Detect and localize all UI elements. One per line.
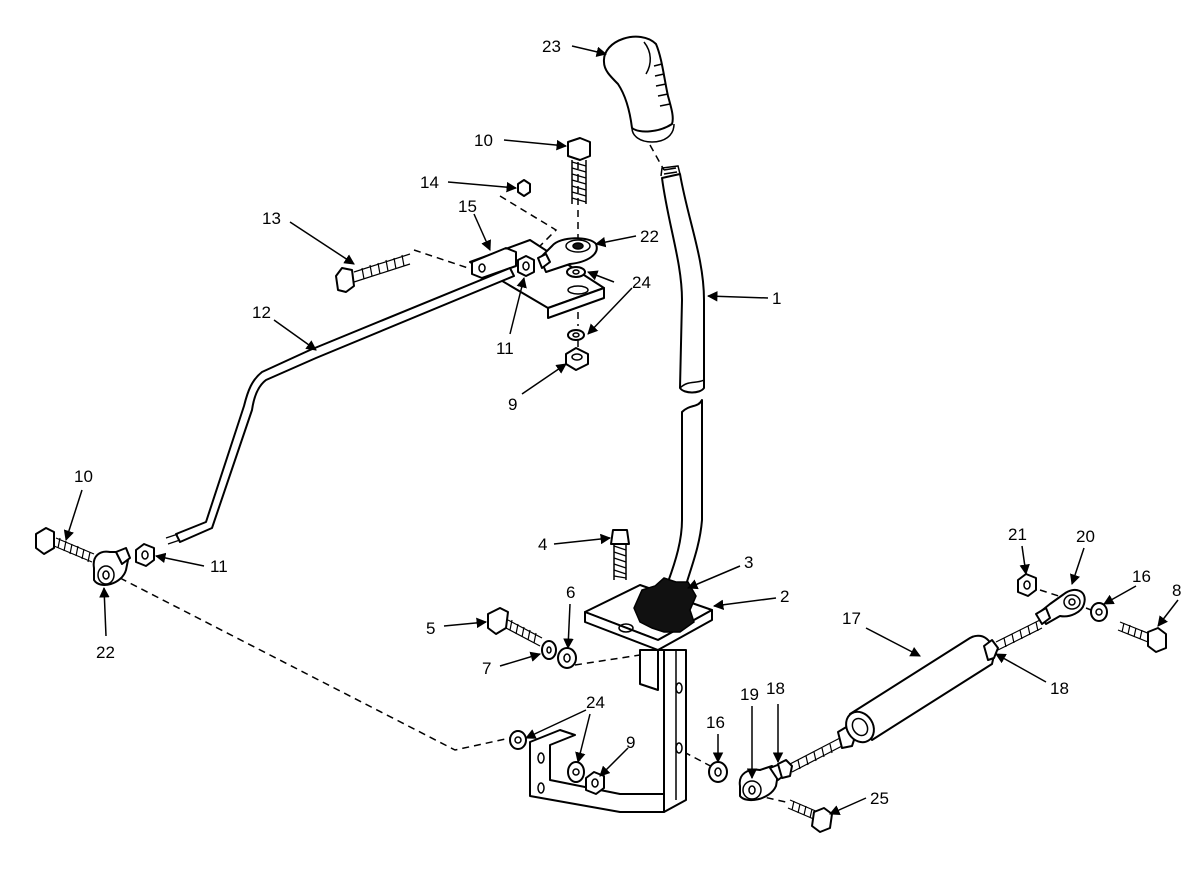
callout-10-left: 10 (74, 467, 93, 486)
bracket-block (469, 239, 605, 319)
callout-20: 20 (1076, 527, 1095, 546)
callout-1: 1 (772, 289, 781, 308)
callout-24-top: 24 (632, 273, 651, 292)
callout-22-top: 22 (640, 227, 659, 246)
washer-right (1090, 602, 1108, 622)
callout-9-top: 9 (508, 395, 517, 414)
bolt-top (567, 137, 591, 204)
bolt-left (35, 527, 95, 563)
lock-nut-top (565, 347, 589, 371)
leader-lines (63, 45, 1179, 815)
nut-small-top (517, 179, 531, 197)
callout-11-left: 11 (210, 557, 228, 576)
nut-right (1017, 573, 1037, 597)
callout-16-right: 16 (1132, 567, 1151, 586)
callout-3: 3 (744, 553, 753, 572)
washer-bottom-right (708, 761, 728, 783)
callout-10-top: 10 (474, 131, 493, 150)
bolt-right (1117, 621, 1167, 653)
bolt-bottom-right (787, 799, 833, 833)
callout-21: 21 (1008, 525, 1027, 544)
actuator-cylinder (845, 634, 999, 744)
lock-nut-bottom (585, 771, 605, 795)
rod-end-left (92, 547, 131, 586)
callout-24-bottom: 24 (586, 693, 605, 712)
long-bolt (335, 253, 411, 293)
rod-end-right (1035, 588, 1086, 625)
callout-2: 2 (780, 587, 789, 606)
callout-labels: 23 10 14 13 15 22 24 1 12 11 9 10 11 22 … (74, 37, 1181, 808)
nut-bottom-right (777, 759, 793, 779)
callout-18-cylinder: 18 (1050, 679, 1069, 698)
callout-17: 17 (842, 609, 861, 628)
side-bolt-group (487, 607, 577, 669)
shift-lever (660, 165, 705, 586)
cylinder-rod-lower (789, 725, 857, 773)
callout-13: 13 (262, 209, 281, 228)
callout-14: 14 (420, 173, 439, 192)
callout-5: 5 (426, 619, 435, 638)
pivot-bolt (610, 529, 630, 580)
callout-12: 12 (252, 303, 271, 322)
handle-grip (602, 35, 675, 143)
callout-22-left: 22 (96, 643, 115, 662)
cylinder-rod-upper (995, 619, 1043, 651)
callout-18-bottom: 18 (766, 679, 785, 698)
callout-9-bottom: 9 (626, 733, 635, 752)
callout-25: 25 (870, 789, 889, 808)
callout-23: 23 (542, 37, 561, 56)
control-rod (165, 267, 515, 545)
callout-8: 8 (1172, 581, 1181, 600)
callout-15: 15 (458, 197, 477, 216)
washers-top (566, 266, 586, 341)
knob-boot (633, 577, 697, 633)
callout-7: 7 (482, 659, 491, 678)
callout-6: 6 (566, 583, 575, 602)
callout-16-bottom: 16 (706, 713, 725, 732)
assembly-lines (119, 144, 1097, 804)
callout-11-top: 11 (496, 339, 514, 358)
callout-4: 4 (538, 535, 547, 554)
rod-end-top (537, 237, 598, 273)
jam-nut-left (135, 543, 155, 567)
callout-19: 19 (740, 685, 759, 704)
jam-nut-top (517, 255, 535, 277)
